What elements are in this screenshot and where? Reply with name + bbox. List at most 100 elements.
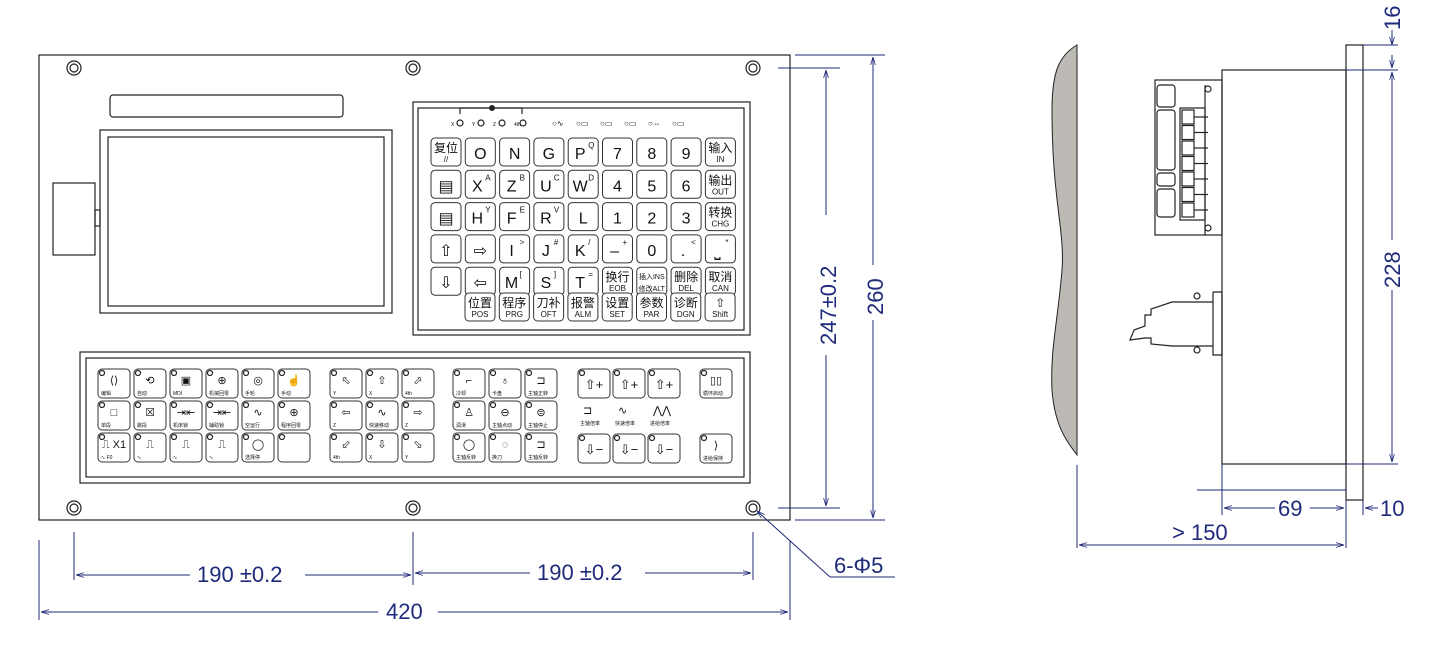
cycle-start-button[interactable]: ▯▯循环启动 bbox=[699, 368, 733, 399]
button-face[interactable] bbox=[329, 368, 363, 399]
keypad-key[interactable]: O bbox=[464, 137, 496, 167]
mode-button[interactable]: ☒跳段 bbox=[133, 400, 167, 431]
override-up-button[interactable]: ⇧+ bbox=[577, 368, 611, 399]
keypad-key[interactable]: ⇨ bbox=[464, 234, 496, 264]
button-face[interactable] bbox=[612, 368, 646, 399]
button-face[interactable] bbox=[169, 432, 203, 463]
button-face[interactable] bbox=[133, 432, 167, 463]
key-face[interactable] bbox=[670, 202, 702, 232]
keypad-key[interactable]: –+ bbox=[602, 234, 633, 264]
keypad-key[interactable]: G bbox=[533, 137, 565, 167]
keypad-key[interactable]: ⇦ bbox=[464, 266, 496, 296]
key-face[interactable] bbox=[430, 234, 462, 264]
key-face[interactable] bbox=[636, 234, 668, 264]
key-face[interactable] bbox=[567, 234, 599, 264]
mode-button[interactable]: ⇥⇤辅助锁 bbox=[205, 400, 239, 431]
button-face[interactable] bbox=[488, 368, 522, 399]
key-face[interactable] bbox=[704, 234, 736, 264]
button-face[interactable] bbox=[205, 432, 239, 463]
button-face[interactable] bbox=[488, 400, 522, 431]
key-face[interactable] bbox=[704, 169, 736, 199]
button-face[interactable] bbox=[612, 433, 646, 464]
key-face[interactable] bbox=[464, 234, 496, 264]
button-face[interactable] bbox=[97, 400, 131, 431]
button-face[interactable] bbox=[277, 400, 311, 431]
key-face[interactable] bbox=[464, 292, 496, 322]
button-face[interactable] bbox=[97, 432, 131, 463]
button-face[interactable] bbox=[97, 368, 131, 399]
mode-button[interactable]: ⊕机械回零 bbox=[205, 368, 239, 399]
button-face[interactable] bbox=[699, 433, 733, 464]
aux-button[interactable]: ⊖主轴点动 bbox=[488, 400, 522, 431]
mode-button[interactable]: ⎍∿ bbox=[205, 432, 239, 463]
keypad-key[interactable]: UC bbox=[533, 169, 565, 199]
jog-button[interactable]: ∿快速移动 bbox=[365, 400, 399, 431]
aux-button[interactable]: ⊜主轴停止 bbox=[524, 400, 558, 431]
keypad-key[interactable]: 8 bbox=[636, 137, 668, 167]
jog-button[interactable]: ⬁Y bbox=[329, 368, 363, 399]
jog-button[interactable]: ⬂Y bbox=[401, 432, 435, 463]
keypad-key[interactable]: L bbox=[567, 202, 599, 232]
keypad-key[interactable]: 9 bbox=[670, 137, 702, 167]
button-face[interactable] bbox=[452, 400, 486, 431]
mode-button[interactable]: ⇥⇤机床锁 bbox=[169, 400, 203, 431]
key-face[interactable] bbox=[499, 137, 531, 167]
key-face[interactable] bbox=[636, 169, 668, 199]
button-face[interactable] bbox=[647, 433, 681, 464]
keypad-key[interactable]: 4 bbox=[602, 169, 633, 199]
keypad-key[interactable]: 0 bbox=[636, 234, 668, 264]
mode-button[interactable]: ◎手轮 bbox=[241, 368, 275, 399]
aux-button[interactable]: ⌐冷却 bbox=[452, 368, 486, 399]
keypad-key[interactable]: 6 bbox=[670, 169, 702, 199]
key-face[interactable] bbox=[602, 137, 633, 167]
key-face[interactable] bbox=[670, 137, 702, 167]
key-face[interactable] bbox=[533, 234, 565, 264]
mode-button[interactable]: ⎍∿ bbox=[169, 432, 203, 463]
key-face[interactable] bbox=[602, 169, 633, 199]
mode-button[interactable]: ⎍ X1∿ F0 bbox=[97, 432, 131, 463]
mode-button[interactable]: ⟨⟩编辑 bbox=[97, 368, 131, 399]
keypad-key[interactable]: 7 bbox=[602, 137, 633, 167]
keypad-key[interactable]: I> bbox=[499, 234, 531, 264]
aux-button[interactable]: ◌换刀 bbox=[488, 432, 522, 463]
key-face[interactable] bbox=[533, 169, 565, 199]
keypad-key[interactable]: RV bbox=[533, 202, 565, 232]
keypad-key[interactable]: K/ bbox=[567, 234, 599, 264]
override-down-button[interactable]: ⇩− bbox=[647, 433, 681, 464]
button-face[interactable] bbox=[329, 432, 363, 463]
button-face[interactable] bbox=[699, 368, 733, 399]
button-face[interactable] bbox=[205, 400, 239, 431]
keypad-key[interactable]: S] bbox=[533, 266, 565, 296]
keypad-key[interactable]: N bbox=[499, 137, 531, 167]
button-face[interactable] bbox=[169, 368, 203, 399]
aux-button[interactable]: ◯主轴反转 bbox=[452, 432, 486, 463]
button-face[interactable] bbox=[452, 432, 486, 463]
key-face[interactable] bbox=[567, 169, 599, 199]
button-face[interactable] bbox=[577, 433, 611, 464]
jog-button[interactable]: ⇧X bbox=[365, 368, 399, 399]
key-face[interactable] bbox=[670, 169, 702, 199]
key-face[interactable] bbox=[533, 292, 565, 322]
keypad-key[interactable]: ⇧ bbox=[430, 234, 462, 264]
keypad-key[interactable]: T= bbox=[567, 266, 599, 296]
key-face[interactable] bbox=[430, 202, 462, 232]
keypad-key[interactable]: 复位// bbox=[430, 137, 462, 167]
mode-button[interactable]: ⟲自动 bbox=[133, 368, 167, 399]
button-face[interactable] bbox=[401, 400, 435, 431]
mode-button[interactable]: ∿空运行 bbox=[241, 400, 275, 431]
button-face[interactable] bbox=[401, 432, 435, 463]
button-face[interactable] bbox=[524, 400, 558, 431]
keypad-key[interactable]: ▤ bbox=[430, 169, 462, 199]
key-face[interactable] bbox=[430, 169, 462, 199]
override-down-button[interactable]: ⇩− bbox=[612, 433, 646, 464]
button-face[interactable] bbox=[241, 432, 275, 463]
